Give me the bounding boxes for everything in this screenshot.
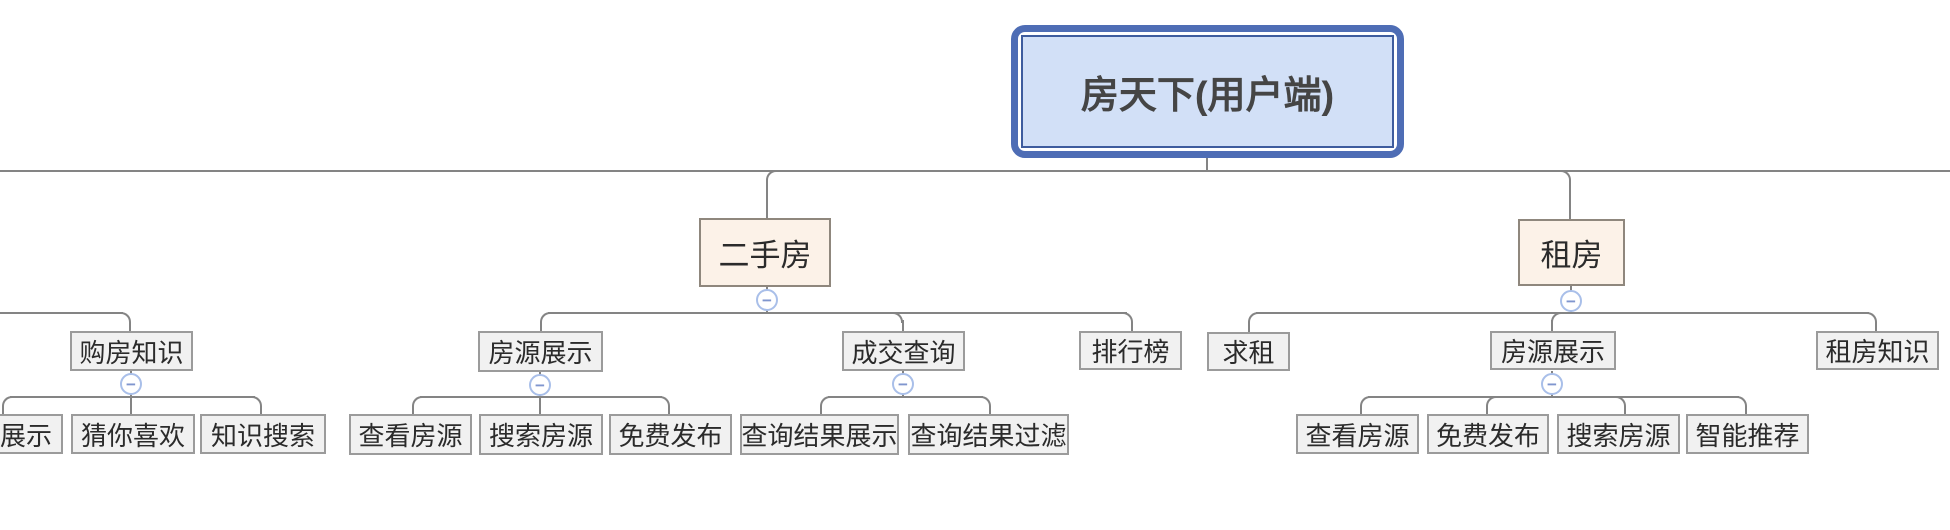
connector-goufangzhishi-elbow	[121, 312, 131, 331]
node-label: 搜索房源	[488, 421, 593, 451]
node-cai-ni-xihuan[interactable]: 猜你喜欢	[71, 414, 195, 454]
minus-icon: −	[1547, 374, 1557, 394]
connector-root-family-line	[0, 170, 1950, 172]
node-qiuzu[interactable]: 求租	[1207, 332, 1290, 371]
connector-fangyuanzhanshi-l-children-line	[420, 396, 662, 398]
connector-ershoufang-drop	[766, 180, 768, 218]
connector-sousuofangyuan-r-elbow	[1616, 396, 1626, 414]
connector-paihangbang-elbow	[1123, 312, 1133, 331]
connector-zhanshi-elbow	[2, 396, 12, 414]
node-fangyuan-zhanshi-left[interactable]: 房源展示	[478, 331, 603, 372]
minus-icon: −	[535, 375, 545, 395]
node-sousuo-fangyuan-right[interactable]: 搜索房源	[1557, 414, 1680, 454]
node-label: 房天下(用户端)	[1080, 75, 1335, 117]
node-label: 求租	[1222, 338, 1275, 368]
node-zhineng-tuijian[interactable]: 智能推荐	[1686, 414, 1809, 454]
node-ershoufang[interactable]: 二手房	[699, 218, 831, 287]
node-goufang-zhishi[interactable]: 购房知识	[70, 331, 193, 371]
connector-zhinengtuijian-elbow	[1737, 396, 1747, 414]
node-label: 租房	[1540, 238, 1603, 273]
connector-zufang-children-line	[1256, 312, 1869, 314]
node-label: 购房知识	[79, 337, 184, 368]
connector-zufang-drop	[1569, 180, 1571, 219]
node-label: 二手房	[718, 238, 812, 273]
node-paihangbang[interactable]: 排行榜	[1079, 331, 1182, 370]
connector-chakanfangyuan-r-elbow	[1360, 396, 1370, 414]
node-label: 房源展示	[1500, 337, 1605, 367]
connector-fangyuanzhanshi-r-children-line	[1368, 396, 1739, 398]
minus-icon: −	[1566, 291, 1576, 311]
node-chakan-fangyuan-right[interactable]: 查看房源	[1296, 414, 1419, 454]
collapse-button-fangyuan-zhanshi-right[interactable]: −	[1541, 373, 1563, 395]
node-label: 查询结果展示	[741, 421, 898, 451]
node-label: 房源展示	[488, 338, 593, 368]
node-label: 展示	[0, 420, 52, 451]
node-label: 知识搜索	[210, 420, 315, 451]
connector-chakanfangyuan-l-elbow	[412, 396, 422, 415]
connector-chaxunjieguoguolv-elbow	[981, 396, 991, 414]
connector-chaxunjieguozhanshi-elbow	[820, 396, 830, 414]
node-fangtianxia-root[interactable]: 房天下(用户端)	[1011, 25, 1404, 158]
collapse-button-chengjiao-chaxun[interactable]: −	[892, 373, 914, 395]
connector-root-drop	[1206, 156, 1208, 171]
connector-chengjiaochaxun-drop	[902, 320, 904, 331]
node-label: 免费发布	[618, 421, 723, 451]
connector-ershoufang-elbow	[766, 170, 778, 182]
node-fangyuan-zhanshi-right[interactable]: 房源展示	[1490, 331, 1616, 370]
connector-goufangzhishi-children-line	[10, 396, 255, 398]
connector-fangyuanzhanshi-r-fillet	[1551, 312, 1562, 323]
node-zufang[interactable]: 租房	[1518, 219, 1625, 286]
minus-icon: −	[126, 374, 136, 394]
connector-fangyuanzhanshi-r-drop	[1551, 320, 1553, 331]
connector-mianfeifabu-r-elbow	[1486, 396, 1496, 414]
node-mianfei-fabu-right[interactable]: 免费发布	[1427, 414, 1549, 454]
minus-icon: −	[898, 374, 908, 394]
connector-zufangzhishi-elbow	[1867, 312, 1877, 331]
node-mianfei-fabu-left[interactable]: 免费发布	[609, 414, 732, 455]
node-label: 智能推荐	[1695, 420, 1800, 451]
connector-chengjiaochaxun-children-line	[828, 396, 983, 398]
node-label: 查询结果过滤	[910, 421, 1067, 451]
node-label: 排行榜	[1091, 337, 1170, 367]
connector-chengjiaochaxun-fillet	[892, 312, 903, 323]
collapse-button-zufang[interactable]: −	[1560, 290, 1582, 312]
node-chaxun-jieguo-zhanshi[interactable]: 查询结果展示	[740, 414, 899, 455]
node-label: 成交查询	[851, 337, 956, 368]
node-label: 租房知识	[1825, 337, 1930, 367]
connector-goufangzhishi-parent-line	[0, 312, 123, 314]
connector-fangyuanzhanshi-l-elbow	[540, 312, 550, 331]
connector-qiuzu-elbow	[1248, 312, 1258, 332]
node-chengjiao-chaxun[interactable]: 成交查询	[842, 331, 965, 371]
node-label: 猜你喜欢	[80, 420, 185, 451]
node-zhanshi-clipped[interactable]: 展示	[0, 414, 63, 454]
node-label: 免费发布	[1435, 420, 1540, 451]
collapse-button-ershoufang[interactable]: −	[756, 289, 778, 311]
node-label: 查看房源	[358, 421, 463, 451]
collapse-button-fangyuan-zhanshi-left[interactable]: −	[529, 374, 551, 396]
connector-zufang-elbow	[1559, 170, 1571, 182]
connector-mianfeifabu-l-elbow	[660, 396, 670, 414]
node-chaxun-jieguo-guolv[interactable]: 查询结果过滤	[908, 414, 1069, 455]
node-label: 搜索房源	[1566, 420, 1671, 451]
collapse-button-goufang-zhishi[interactable]: −	[120, 373, 142, 395]
node-zufang-zhishi[interactable]: 租房知识	[1816, 331, 1939, 370]
node-label: 查看房源	[1305, 420, 1410, 451]
minus-icon: −	[762, 290, 772, 310]
connector-ershoufang-children-line	[548, 312, 1127, 314]
node-chakan-fangyuan-left[interactable]: 查看房源	[349, 414, 472, 455]
node-sousuo-fangyuan-left[interactable]: 搜索房源	[479, 414, 603, 455]
node-zhishi-sousuo[interactable]: 知识搜索	[200, 414, 326, 454]
connector-zhishisousuo-elbow	[252, 396, 262, 414]
